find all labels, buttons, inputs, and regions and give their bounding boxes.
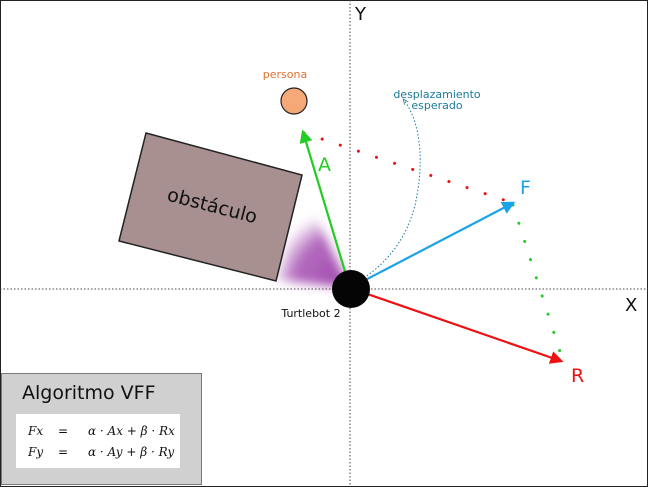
resultant-vector-f: [349, 201, 516, 289]
resultant-vector-label: F: [520, 177, 531, 199]
attractive-vector-a: [299, 129, 352, 289]
equation-rhs: α · Ax + β · Rx: [88, 423, 175, 438]
expected-motion-label-line2: esperado: [411, 99, 462, 112]
formula-panel-title: Algoritmo VFF: [22, 382, 156, 404]
obstacle-shape: [118, 132, 303, 282]
equation-lhs: Fy: [28, 444, 44, 459]
equation-equals: =: [58, 444, 69, 459]
obstacle: obstáculo: [118, 132, 303, 282]
person-label: persona: [263, 68, 307, 81]
equation-row-x: Fx = α · Ax + β · Rx: [28, 420, 180, 441]
repulsive-vector-r: [349, 286, 564, 364]
formula-box: Fx = α · Ax + β · Rx Fy = α · Ay + β · R…: [16, 414, 180, 468]
x-axis-label: X: [625, 295, 637, 316]
equation-lhs: Fx: [28, 423, 44, 438]
attractive-to-resultant-guide: [302, 131, 512, 204]
attractive-vector-label: A: [318, 154, 331, 176]
person-marker: [280, 87, 308, 115]
obstacle-influence-zone: [276, 188, 350, 288]
resultant-to-repulsive-guide: [511, 203, 564, 360]
equation-row-y: Fy = α · Ay + β · Ry: [28, 441, 180, 462]
equation-equals: =: [58, 423, 69, 438]
robot-marker: [332, 270, 370, 308]
robot-label: Turtlebot 2: [280, 307, 340, 320]
expected-motion-label-line1: desplazamiento: [393, 88, 481, 101]
y-axis-label: Y: [354, 4, 367, 25]
vff-formula-panel: Algoritmo VFF Fx = α · Ax + β · Rx Fy = …: [1, 373, 202, 485]
expected-motion-arrow: [351, 100, 421, 286]
repulsive-vector-label: R: [571, 365, 584, 387]
equation-rhs: α · Ay + β · Ry: [88, 444, 175, 459]
